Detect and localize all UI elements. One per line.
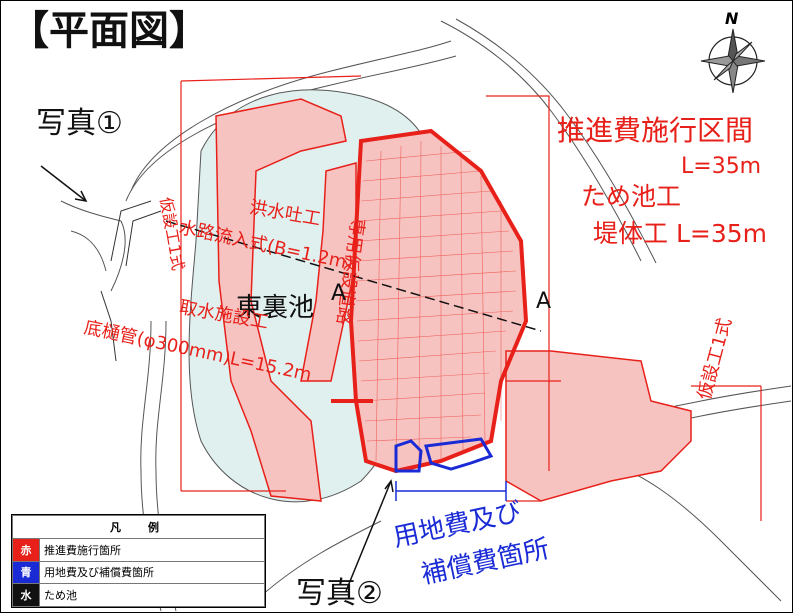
compass-rose-icon: N [694,9,772,94]
embankment-outline [348,128,529,474]
pond-work-label: ため池工 [581,182,682,211]
plan-title: 【平面図】 [9,8,209,54]
compass-north-label: N [725,9,739,28]
section-a-left-label: A [331,281,347,306]
legend-key-red: 赤 [12,537,40,562]
road-lines [100,200,162,362]
photo-arrows [40,165,394,592]
section-a-right-label: A [536,289,552,314]
land-cost-dimension [395,481,507,501]
legend-key-blue: 青 [12,560,40,585]
legend-item: 水 ため池 [12,583,265,607]
section-length-label: L=35m [681,154,762,179]
section-title-label: 推進費施行区間 [557,114,754,147]
legend-key-water: 水 [12,583,40,607]
land-cost-area [394,437,494,473]
embankment-hatch [355,140,517,467]
pond-name-label: 東裏池 [236,293,315,323]
legend-label: ため池 [39,583,265,607]
embankment-label: 堤体工 L=35m [593,219,767,248]
photo-2-label: 写真② [296,576,383,611]
legend-label: 推進費施行箇所 [39,537,265,562]
legend: 凡 例 赤 推進費施行箇所 青 用地費及び補償費箇所 水 ため池 [11,514,266,608]
legend-item: 赤 推進費施行箇所 [12,537,265,562]
dimension-lines [180,75,762,521]
photo-1-label: 写真① [36,106,123,141]
section-line-a-a [165,220,542,332]
legend-item: 青 用地費及び補償費箇所 [12,560,265,585]
work-areas [215,98,692,502]
legend-label: 用地費及び補償費箇所 [39,560,265,585]
legend-title: 凡 例 [12,515,265,539]
